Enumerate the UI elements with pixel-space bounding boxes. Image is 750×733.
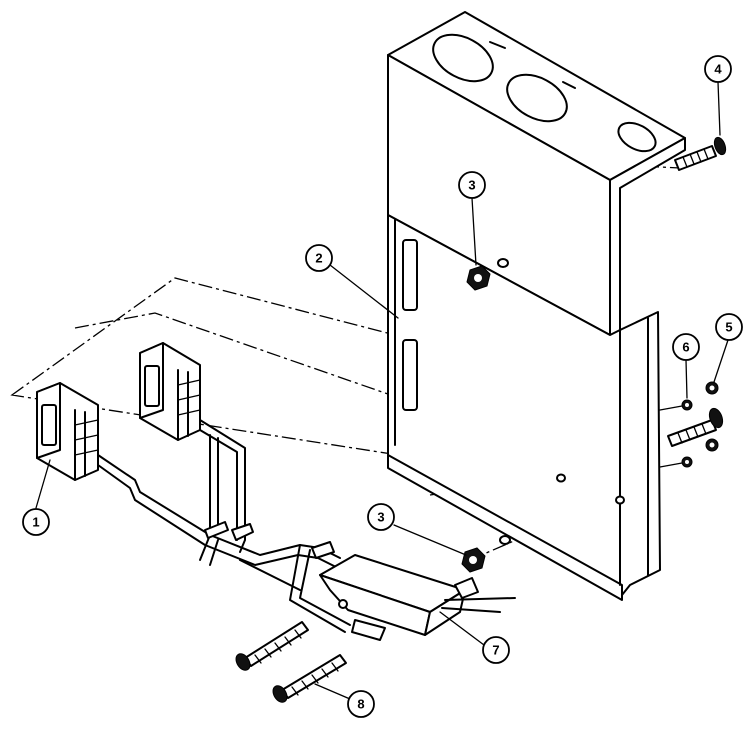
callout-2-label: 2 <box>315 251 322 266</box>
switch-assembly <box>319 554 516 641</box>
hex-nut-upper <box>466 265 491 291</box>
callout-3-lower-label: 3 <box>377 510 384 525</box>
callout-8: 8 <box>347 690 375 718</box>
callout-3-upper-label: 3 <box>468 178 475 193</box>
callout-2: 2 <box>305 244 333 272</box>
terminal-block-left <box>36 382 99 481</box>
wire-harness <box>97 419 351 633</box>
screw-long-upper <box>235 621 309 671</box>
callout-6: 6 <box>672 333 700 361</box>
callout-5: 5 <box>715 313 743 341</box>
callout-4: 4 <box>704 55 732 83</box>
screw-upper <box>674 136 727 171</box>
callout-7-label: 7 <box>492 643 499 658</box>
terminal-block-right <box>139 342 201 441</box>
callout-6-label: 6 <box>682 340 689 355</box>
callout-3-lower: 3 <box>367 503 395 531</box>
side-fasteners <box>659 381 724 468</box>
callout-1: 1 <box>22 508 50 536</box>
screw-long-lower <box>272 654 347 703</box>
callout-5-label: 5 <box>725 320 732 335</box>
callout-8-label: 8 <box>357 697 364 712</box>
callout-4-label: 4 <box>714 62 722 77</box>
callout-3-upper: 3 <box>458 171 486 199</box>
callout-1-label: 1 <box>32 515 39 530</box>
callout-7: 7 <box>482 636 510 664</box>
mounting-bracket <box>387 11 686 601</box>
leader-lines <box>35 81 729 703</box>
hex-nut-lower <box>461 547 486 573</box>
